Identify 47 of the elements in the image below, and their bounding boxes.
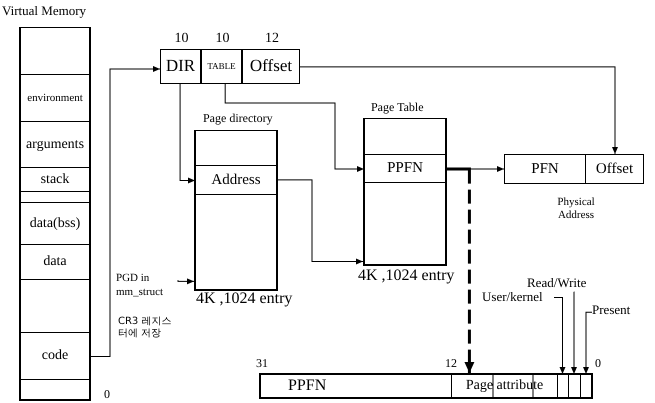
arrow: [224, 84, 364, 172]
dashed-arrow: [446, 168, 474, 373]
memory-segment: arguments: [20, 122, 90, 168]
flag-label: Present: [592, 302, 642, 319]
entry-field: PPFN: [260, 374, 452, 398]
flag-label: Read/Write: [527, 275, 599, 292]
table-entry: [364, 119, 446, 155]
table-entry: [195, 195, 277, 290]
bit-index: 12: [445, 357, 457, 371]
heading: Physical Address: [556, 196, 596, 222]
table-entry: [364, 183, 446, 265]
bit-index: 0: [104, 388, 110, 402]
heading: Page Table: [371, 101, 424, 115]
table-entry: Address: [195, 166, 277, 195]
bit-index: 0: [595, 357, 601, 371]
arrow: [178, 278, 194, 284]
address-field: Offset: [586, 154, 644, 184]
heading: Virtual Memory: [2, 4, 86, 19]
arrow: [90, 66, 160, 357]
arrow: [180, 84, 196, 184]
arrow: [583, 312, 592, 374]
size-caption: 10: [214, 31, 230, 48]
memory-segment: data(bss): [20, 203, 90, 245]
memory-segment: environment: [20, 75, 90, 122]
size-caption: 4K ,1024 entry: [196, 290, 291, 308]
memory-cell: [20, 28, 90, 75]
annotation-text: PGD in mm_struct: [116, 272, 178, 302]
arrow: [276, 179, 364, 265]
memory-segment: stack: [20, 168, 90, 192]
arrow: [554, 297, 566, 374]
size-caption: 4K ,1024 entry: [358, 267, 453, 286]
table-entry: [195, 131, 277, 166]
table-entry: PPFN: [364, 155, 446, 183]
note-text: CR3 레지스터에 저장: [118, 316, 172, 339]
memory-cell: [20, 280, 90, 333]
size-caption: 10: [174, 31, 190, 48]
heading: Page directory: [203, 112, 273, 126]
memory-segment: data: [20, 245, 90, 280]
arrow: [571, 292, 577, 374]
arrow: [300, 66, 618, 154]
address-field: PFN: [504, 154, 586, 184]
memory-segment: code: [20, 333, 90, 380]
size-caption: 12: [264, 31, 280, 48]
memory-cell: [20, 380, 90, 400]
bit-index: 31: [256, 357, 268, 371]
flag-label: User/kernel: [482, 289, 554, 306]
memory-cell: [20, 192, 90, 203]
